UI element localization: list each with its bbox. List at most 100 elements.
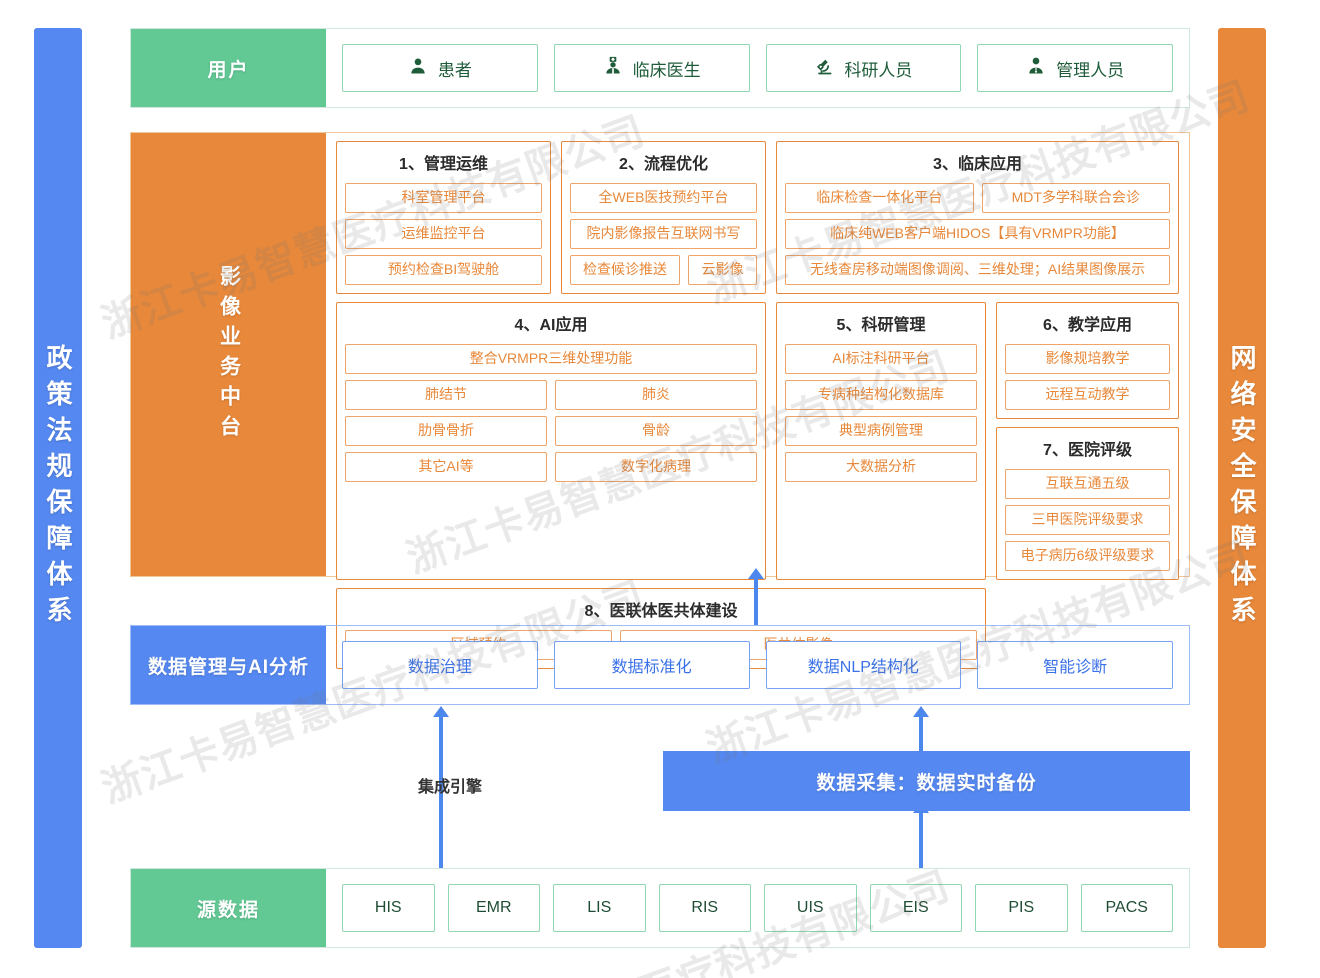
diagram-main-column: 用户 患者 临床医生 — [130, 28, 1190, 948]
group-title: 6、教学应用 — [1043, 317, 1132, 334]
user-chip-label: 患者 — [437, 60, 472, 80]
group-research-management: 5、科研管理 AI标注科研平台 专病种结构化数据库 典型病例管理 — [776, 302, 986, 580]
arrow-data-to-platform — [754, 577, 758, 625]
source-chip-his[interactable]: HIS — [342, 884, 435, 932]
group-row: 临床纯WEB客户端HIDOS【具有VRMPR功能】 — [785, 219, 1170, 249]
users-band-label: 用户 — [131, 29, 326, 107]
arrow-integration-engine — [439, 715, 443, 868]
group-row: 典型病例管理 — [785, 416, 977, 446]
platform-item[interactable]: 整合VRMPR三维处理功能 — [345, 344, 757, 374]
group-title: 2、流程优化 — [619, 156, 708, 173]
platform-item[interactable]: 远程互动教学 — [1005, 380, 1170, 410]
user-chip-clinician[interactable]: 临床医生 — [553, 44, 750, 92]
platform-item[interactable]: 检查候诊推送 — [570, 255, 681, 285]
platform-col-research: 5、科研管理 AI标注科研平台 专病种结构化数据库 典型病例管理 — [776, 302, 986, 580]
group-clinical-application: 3、临床应用 临床检查一体化平台 MDT多学科联合会诊 临床纯WEB客户端HID… — [776, 141, 1179, 294]
platform-item[interactable]: 大数据分析 — [785, 452, 977, 482]
group-row: 肋骨骨折 骨龄 — [345, 416, 757, 446]
pillar-policy-regulation: 政策法规保障体系 — [34, 28, 82, 948]
microscope-icon — [814, 56, 834, 81]
group-process-optimization: 2、流程优化 全WEB医技预约平台 院内影像报告互联网书写 检查候诊推送 云影像 — [561, 141, 766, 294]
platform-item[interactable]: 互联互通五级 — [1005, 469, 1170, 499]
platform-item[interactable]: 专病种结构化数据库 — [785, 380, 977, 410]
platform-item[interactable]: AI标注科研平台 — [785, 344, 977, 374]
users-band: 用户 患者 临床医生 — [130, 28, 1190, 108]
pillar-right-label: 网络安全保障体系 — [1227, 344, 1257, 632]
data-chip-nlp-structuring[interactable]: 数据NLP结构化 — [765, 641, 962, 689]
source-data-list: HIS EMR LIS RIS UIS EIS PIS PACS — [326, 869, 1189, 947]
platform-item[interactable]: 院内影像报告互联网书写 — [570, 219, 757, 249]
arrow-source-to-collection — [919, 811, 923, 868]
source-chip-eis[interactable]: EIS — [869, 884, 962, 932]
platform-item[interactable]: 临床检查一体化平台 — [785, 183, 974, 213]
user-chip-researcher[interactable]: 科研人员 — [765, 44, 962, 92]
platform-item[interactable]: 全WEB医技预约平台 — [570, 183, 757, 213]
imaging-platform-label-text: 影像业务中台 — [217, 264, 241, 445]
group-row: 无线查房移动端图像调阅、三维处理；AI结果图像展示 — [785, 255, 1170, 285]
platform-item[interactable]: 运维监控平台 — [345, 219, 542, 249]
source-chip-emr[interactable]: EMR — [447, 884, 540, 932]
source-chip-ris[interactable]: RIS — [658, 884, 751, 932]
platform-item[interactable]: 数字化病理 — [555, 452, 757, 482]
platform-item[interactable]: 影像规培教学 — [1005, 344, 1170, 374]
data-collection-bar: 数据采集：数据实时备份 — [663, 751, 1190, 811]
group-title: 4、AI应用 — [514, 317, 588, 334]
platform-item[interactable]: 电子病历6级评级要求 — [1005, 541, 1170, 571]
data-management-band: 数据管理与AI分析 数据治理 数据标准化 数据NLP结构化 智能诊断 — [130, 625, 1190, 705]
data-chip-intelligent-diagnosis[interactable]: 智能诊断 — [977, 641, 1173, 689]
group-row: 大数据分析 — [785, 452, 977, 482]
user-chip-label: 科研人员 — [844, 60, 913, 80]
group-title: 5、科研管理 — [836, 317, 926, 334]
user-icon — [408, 56, 428, 81]
platform-item[interactable]: 临床纯WEB客户端HIDOS【具有VRMPR功能】 — [785, 219, 1170, 249]
platform-item[interactable]: 其它AI等 — [345, 452, 547, 482]
group-row: 远程互动教学 — [1005, 380, 1170, 410]
group-row: 运维监控平台 — [345, 219, 542, 249]
platform-item[interactable]: 肺炎 — [555, 380, 757, 410]
pillar-network-security: 网络安全保障体系 — [1218, 28, 1266, 948]
platform-col-teaching-rating: 6、教学应用 影像规培教学 远程互动教学 7、医院评级 互联互通五级 — [996, 302, 1179, 580]
integration-engine-label: 集成引擎 — [417, 779, 482, 796]
platform-item[interactable]: 骨龄 — [555, 416, 757, 446]
group-row: 其它AI等 数字化病理 — [345, 452, 757, 482]
group-title: 3、临床应用 — [933, 156, 1022, 173]
platform-item[interactable]: MDT多学科联合会诊 — [981, 183, 1170, 213]
platform-row-1: 1、管理运维 科室管理平台 运维监控平台 预约检查BI驾驶舱 2、流程优化 — [336, 141, 1179, 294]
platform-item[interactable]: 预约检查BI驾驶舱 — [345, 255, 542, 285]
platform-item[interactable]: 无线查房移动端图像调阅、三维处理；AI结果图像展示 — [785, 255, 1170, 285]
platform-item[interactable]: 肺结节 — [345, 380, 547, 410]
group-row: 互联互通五级 — [1005, 469, 1170, 499]
source-chip-pacs[interactable]: PACS — [1080, 884, 1173, 932]
group-ai-application: 4、AI应用 整合VRMPR三维处理功能 肺结节 肺炎 肋骨骨折 骨龄 — [336, 302, 766, 580]
platform-item[interactable]: 典型病例管理 — [785, 416, 977, 446]
imaging-platform-label: 影像业务中台 — [131, 133, 326, 576]
platform-item[interactable]: 肋骨骨折 — [345, 416, 547, 446]
data-chip-governance[interactable]: 数据治理 — [342, 641, 538, 689]
platform-item[interactable]: 科室管理平台 — [345, 183, 542, 213]
group-row: 科室管理平台 — [345, 183, 542, 213]
source-data-label: 源数据 — [131, 869, 326, 947]
user-chip-label: 管理人员 — [1056, 60, 1125, 80]
source-chip-pis[interactable]: PIS — [975, 884, 1068, 932]
platform-col-ai: 4、AI应用 整合VRMPR三维处理功能 肺结节 肺炎 肋骨骨折 骨龄 — [336, 302, 766, 580]
arrow-collection-to-data — [919, 715, 923, 753]
doctor-icon — [603, 56, 623, 81]
group-row: AI标注科研平台 — [785, 344, 977, 374]
user-chip-patient[interactable]: 患者 — [342, 44, 538, 92]
group-row: 专病种结构化数据库 — [785, 380, 977, 410]
source-chip-lis[interactable]: LIS — [553, 884, 646, 932]
user-chip-label: 临床医生 — [632, 60, 701, 80]
imaging-platform-body: 1、管理运维 科室管理平台 运维监控平台 预约检查BI驾驶舱 2、流程优化 — [326, 133, 1189, 669]
group-title: 8、医联体医共体建设 — [584, 603, 738, 620]
user-chip-administrator[interactable]: 管理人员 — [977, 44, 1173, 92]
group-row: 检查候诊推送 云影像 — [570, 255, 757, 285]
group-row: 临床检查一体化平台 MDT多学科联合会诊 — [785, 183, 1170, 213]
platform-item[interactable]: 云影像 — [688, 255, 757, 285]
platform-item[interactable]: 三甲医院评级要求 — [1005, 505, 1170, 535]
source-chip-uis[interactable]: UIS — [764, 884, 857, 932]
group-row: 整合VRMPR三维处理功能 — [345, 344, 757, 374]
group-title: 1、管理运维 — [399, 156, 488, 173]
data-chip-standardization[interactable]: 数据标准化 — [553, 641, 750, 689]
group-row: 肺结节 肺炎 — [345, 380, 757, 410]
